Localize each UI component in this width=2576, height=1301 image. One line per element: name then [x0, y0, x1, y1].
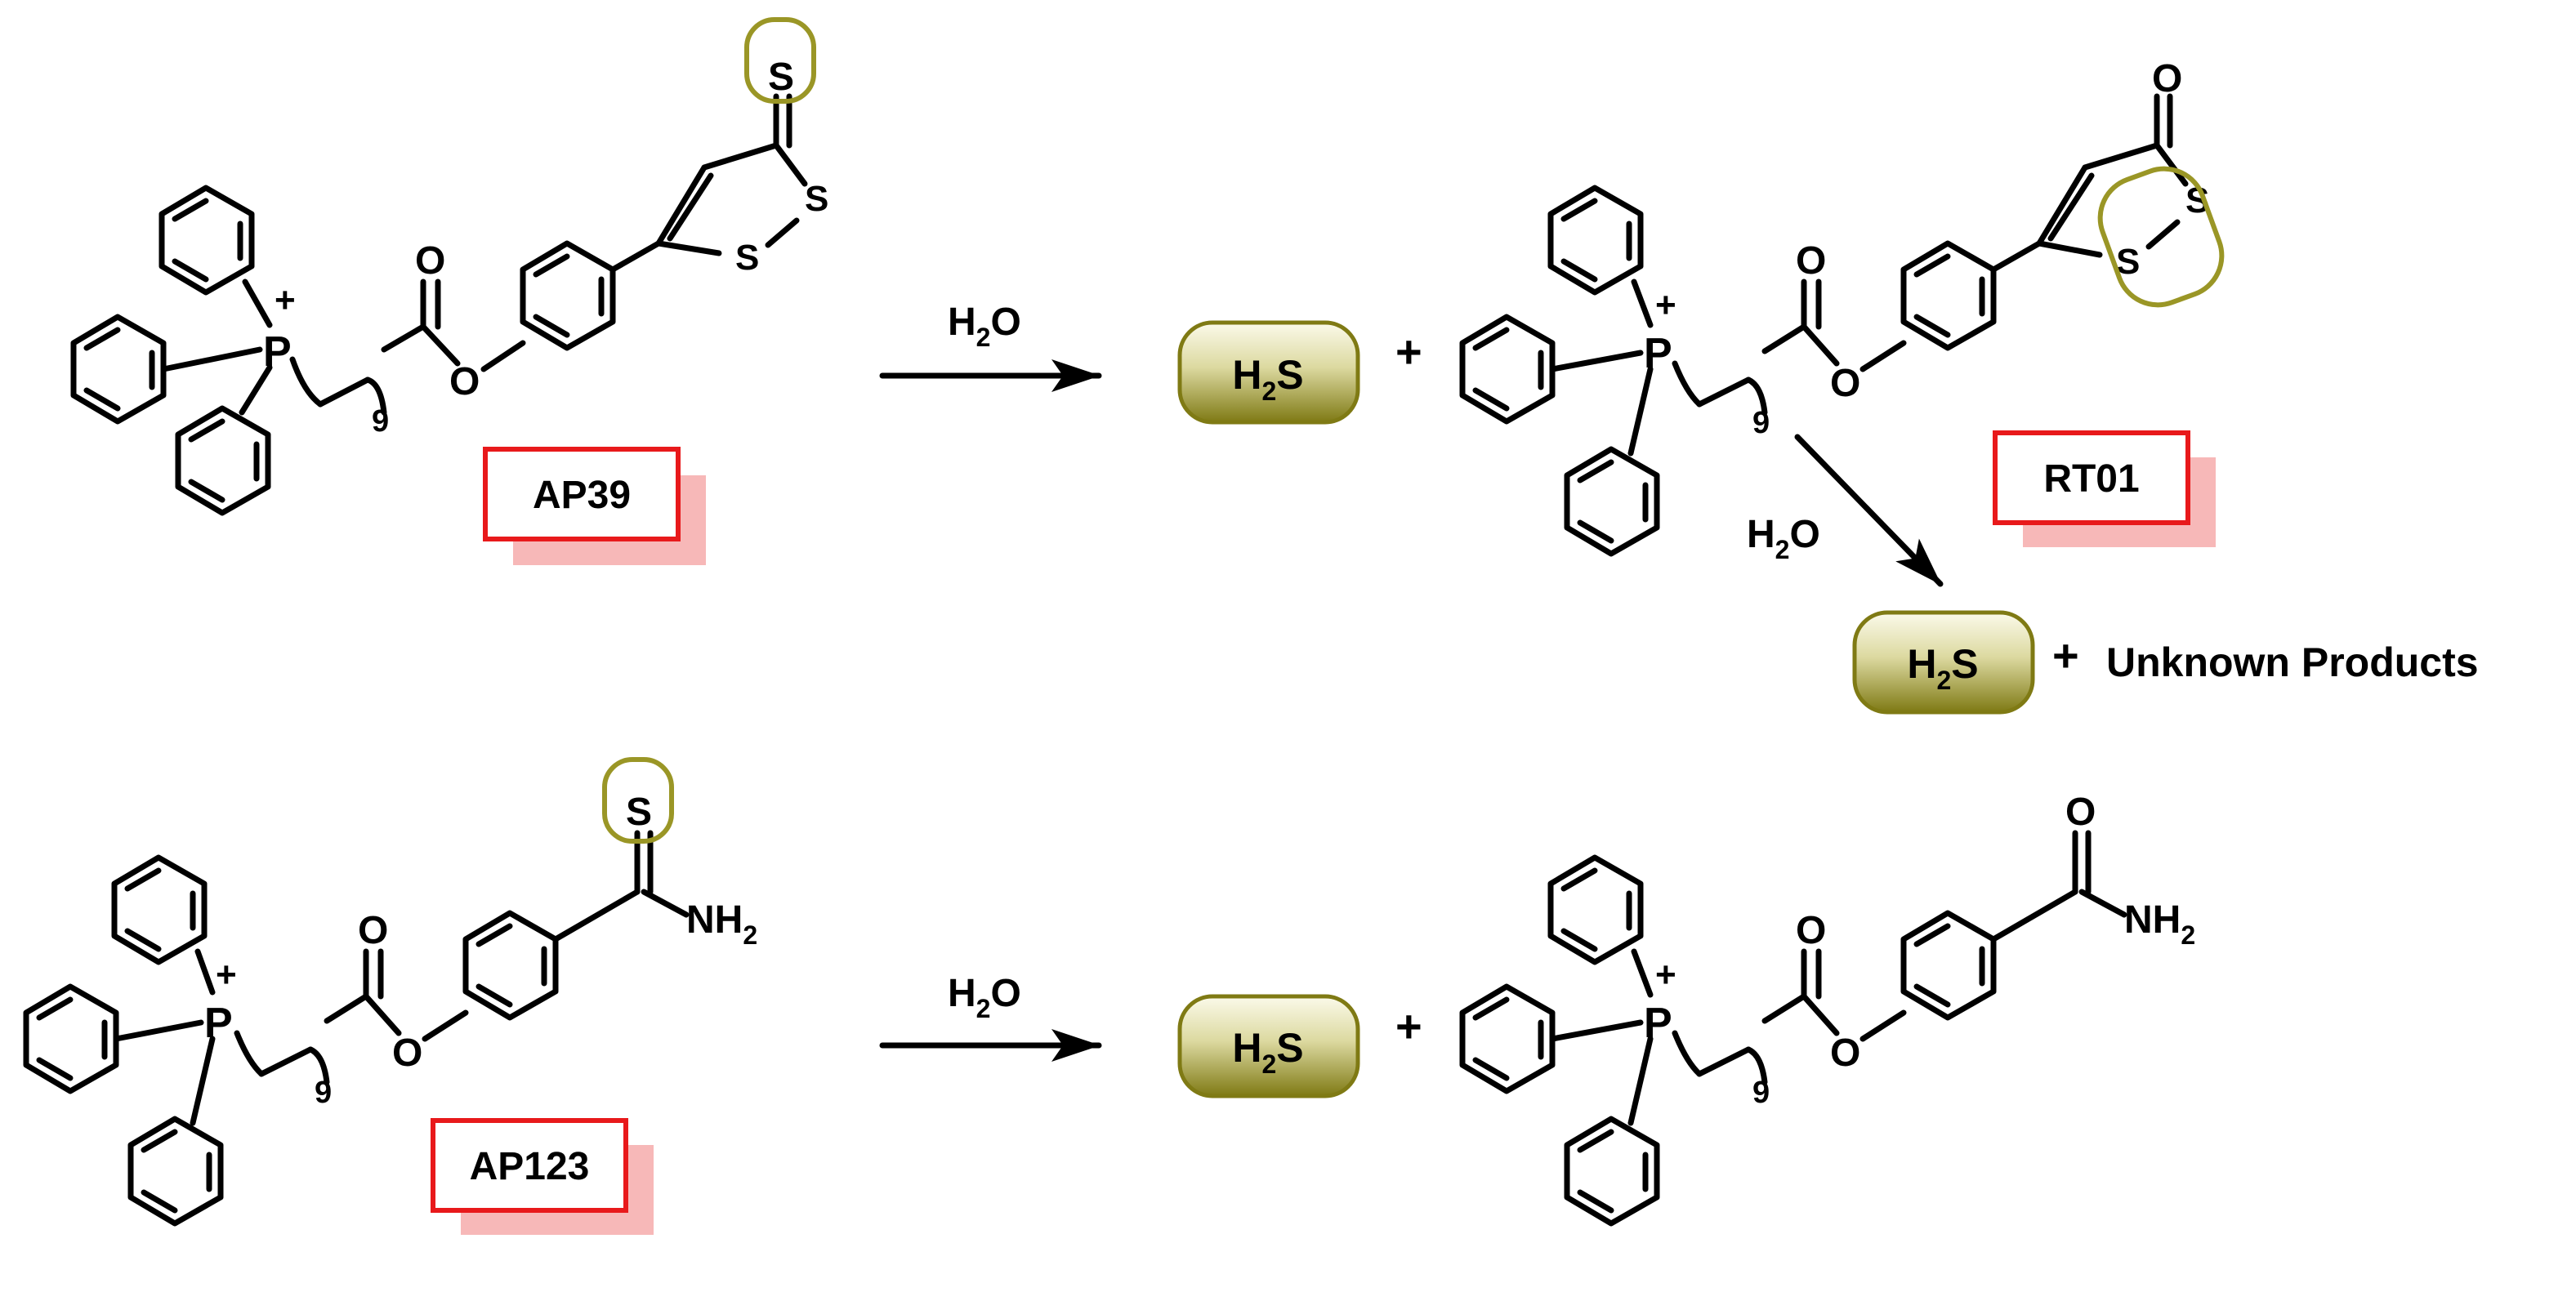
reaction-arrow-diagonal: H2O — [1747, 434, 1944, 587]
phenylene-ring — [462, 910, 559, 1021]
compound-label-rt01: RT01 — [2043, 457, 2139, 501]
reagent-water-bottom: H2O — [948, 972, 1021, 1023]
sulfur-ring-2: S — [735, 238, 759, 278]
amine-group: NH2 — [686, 898, 757, 950]
label-box — [483, 447, 681, 541]
phosphorus-atom: P — [1644, 1000, 1672, 1047]
chain-length-9: 9 — [372, 404, 389, 439]
phenylene-ring — [520, 240, 616, 351]
positive-charge: + — [216, 955, 237, 995]
phenyl-ring — [1459, 983, 1556, 1094]
phenyl-ring — [70, 314, 167, 425]
thione-highlight — [744, 17, 816, 104]
carbonyl-oxygen: O — [358, 909, 388, 952]
svg-text:H2S: H2S — [1232, 352, 1303, 406]
reaction-arrow-top: H2O — [879, 301, 1102, 392]
chain-length-9: 9 — [1752, 1076, 1770, 1110]
ester-oxygen: O — [1830, 1031, 1860, 1075]
phenyl-ring — [1564, 1116, 1660, 1227]
phenyl-ring — [175, 405, 271, 516]
positive-charge: + — [275, 280, 296, 320]
compound-rt01: P + 9 O O S S O RT01 — [1459, 57, 2225, 557]
h2s-product-3: H2S — [1177, 994, 1360, 1098]
reaction-arrow-bottom: H2O — [879, 972, 1102, 1062]
positive-charge: + — [1655, 285, 1676, 325]
ester-oxygen: O — [392, 1031, 422, 1075]
reagent-water: H2O — [948, 301, 1021, 352]
label-box — [431, 1118, 628, 1213]
ester-oxygen: O — [449, 360, 480, 403]
triphenylphosphonium-ap39: P + — [70, 185, 296, 516]
h2s-product: H2S — [1177, 320, 1360, 425]
chain-length-9: 9 — [1752, 406, 1770, 440]
chain-length-9: 9 — [315, 1076, 332, 1110]
ketone-oxygen: O — [2152, 57, 2182, 100]
plus-sign: + — [1395, 1000, 1422, 1052]
positive-charge: + — [1655, 955, 1676, 995]
phenylene-ring — [1900, 240, 1997, 351]
phenyl-ring — [127, 1116, 224, 1227]
compound-ap39: P + 9 O O S S S AP39 — [70, 17, 828, 565]
phenylene-ring — [1900, 910, 1997, 1021]
phosphorus-atom: P — [1644, 330, 1672, 377]
label-box — [1993, 430, 2190, 525]
compound-label-ap39: AP39 — [533, 474, 631, 517]
carbonyl-oxygen: O — [1796, 909, 1826, 952]
phenyl-ring — [1564, 446, 1660, 557]
compound-ap123: P + 9 O O S NH2 AP123 — [23, 757, 757, 1235]
unknown-products-text: Unknown Products — [2106, 639, 2479, 685]
sulfur-ring-1: S — [805, 179, 828, 219]
phenyl-ring — [1547, 854, 1644, 965]
plus-sign: + — [2052, 630, 2079, 681]
phenyl-ring — [1459, 314, 1556, 425]
amide-oxygen: O — [2065, 791, 2096, 834]
thioamide-sulfur: S — [626, 791, 652, 834]
carbonyl-oxygen: O — [415, 239, 445, 283]
h2s-product-2: H2S — [1852, 610, 2035, 715]
ester-oxygen: O — [1830, 362, 1860, 405]
phenyl-ring — [1547, 185, 1644, 296]
reagent-water-2: H2O — [1747, 513, 1820, 564]
phenyl-ring — [23, 983, 119, 1094]
plus-sign: + — [1395, 326, 1422, 377]
disulfide-highlight — [2097, 166, 2225, 308]
amine-group: NH2 — [2124, 898, 2195, 950]
compound-amide-product: P + 9 O O O NH2 — [1459, 791, 2195, 1227]
svg-text:H2S: H2S — [1907, 641, 1978, 695]
phosphorus-atom: P — [204, 1000, 233, 1047]
compound-label-ap123: AP123 — [470, 1145, 590, 1188]
phenyl-ring — [111, 854, 208, 965]
svg-text:H2S: H2S — [1232, 1025, 1303, 1079]
thione-highlight — [602, 757, 674, 844]
phenyl-ring — [158, 185, 255, 296]
thione-sulfur: S — [768, 56, 794, 99]
carbonyl-oxygen: O — [1796, 239, 1826, 283]
phosphorus-atom: P — [263, 328, 292, 376]
